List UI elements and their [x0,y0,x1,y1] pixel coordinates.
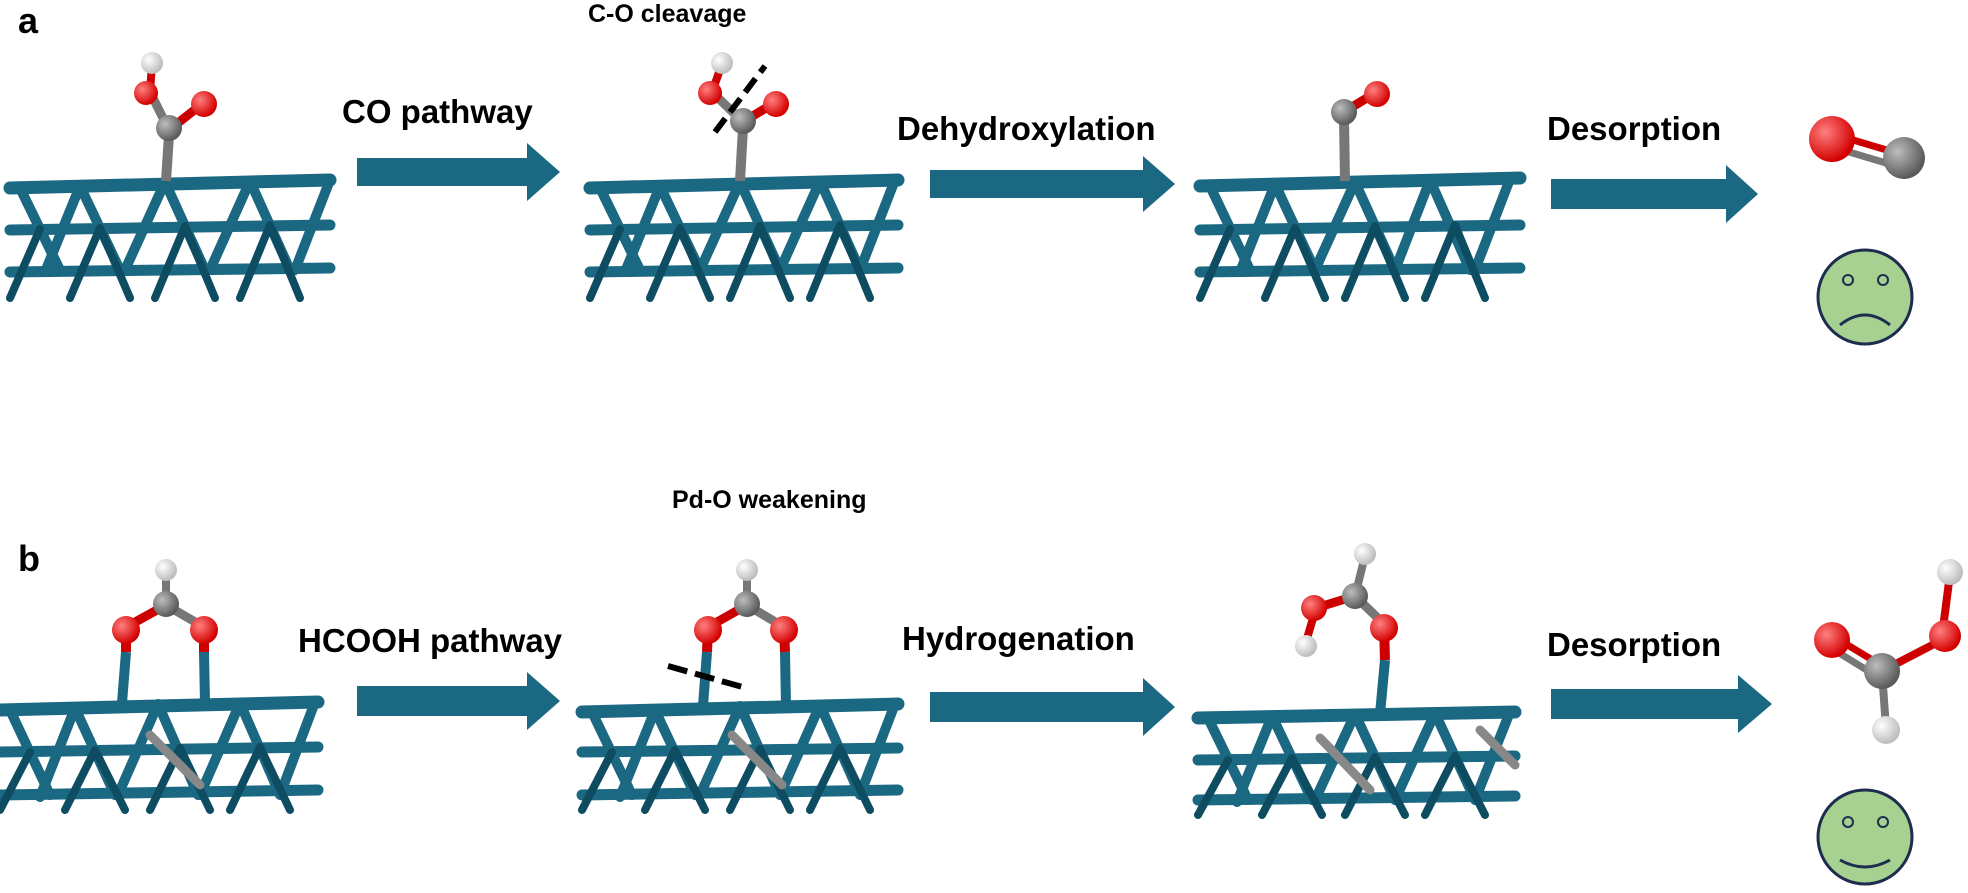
arrow-co-pathway [357,143,560,201]
cooh-adsorbate-a2 [698,52,789,182]
pd-o-weakening-note: Pd-O weakening [672,486,867,514]
pd-surface-b1 [0,695,325,814]
arrow-dehydroxylation [930,156,1175,212]
arrow-desorption-a [1551,165,1758,223]
arrow-hcooh-pathway [357,672,560,730]
desorption-label-a: Desorption [1547,110,1722,147]
co-adsorbate-a3 [1331,81,1390,182]
formate-adsorbate-b1 [112,559,218,704]
pd-surface-b2 [575,697,905,814]
arrow-desorption-b [1551,675,1772,733]
pd-surface-a3 [1193,171,1527,302]
panel-a-label: a [18,0,39,41]
arrow-hydrogenation [930,678,1175,736]
formate-adsorbate-b2 [667,559,798,707]
pd-surface-b3 [1191,705,1522,819]
cleavage-dash-line [712,64,768,134]
co-pathway-label: CO pathway [342,93,533,130]
c-o-cleavage-note: C-O cleavage [588,0,747,28]
cooh-adsorbate-a1 [134,52,217,182]
hydrogenation-label: Hydrogenation [902,620,1135,657]
desorption-label-b: Desorption [1547,626,1722,663]
pd-surface-a2 [583,173,905,302]
hcooh-adsorbate-b3 [1295,543,1398,715]
panel-b-label: b [18,538,40,579]
co-molecule [1809,116,1925,179]
weakening-dash-line [667,663,747,691]
hcooh-pathway-label: HCOOH pathway [298,622,563,659]
pd-surface-a1 [3,173,337,302]
sad-face-icon [1816,248,1914,346]
hcooh-molecule [1814,559,1963,744]
dehydroxylation-label: Dehydroxylation [897,110,1156,147]
happy-face-icon [1816,788,1914,886]
